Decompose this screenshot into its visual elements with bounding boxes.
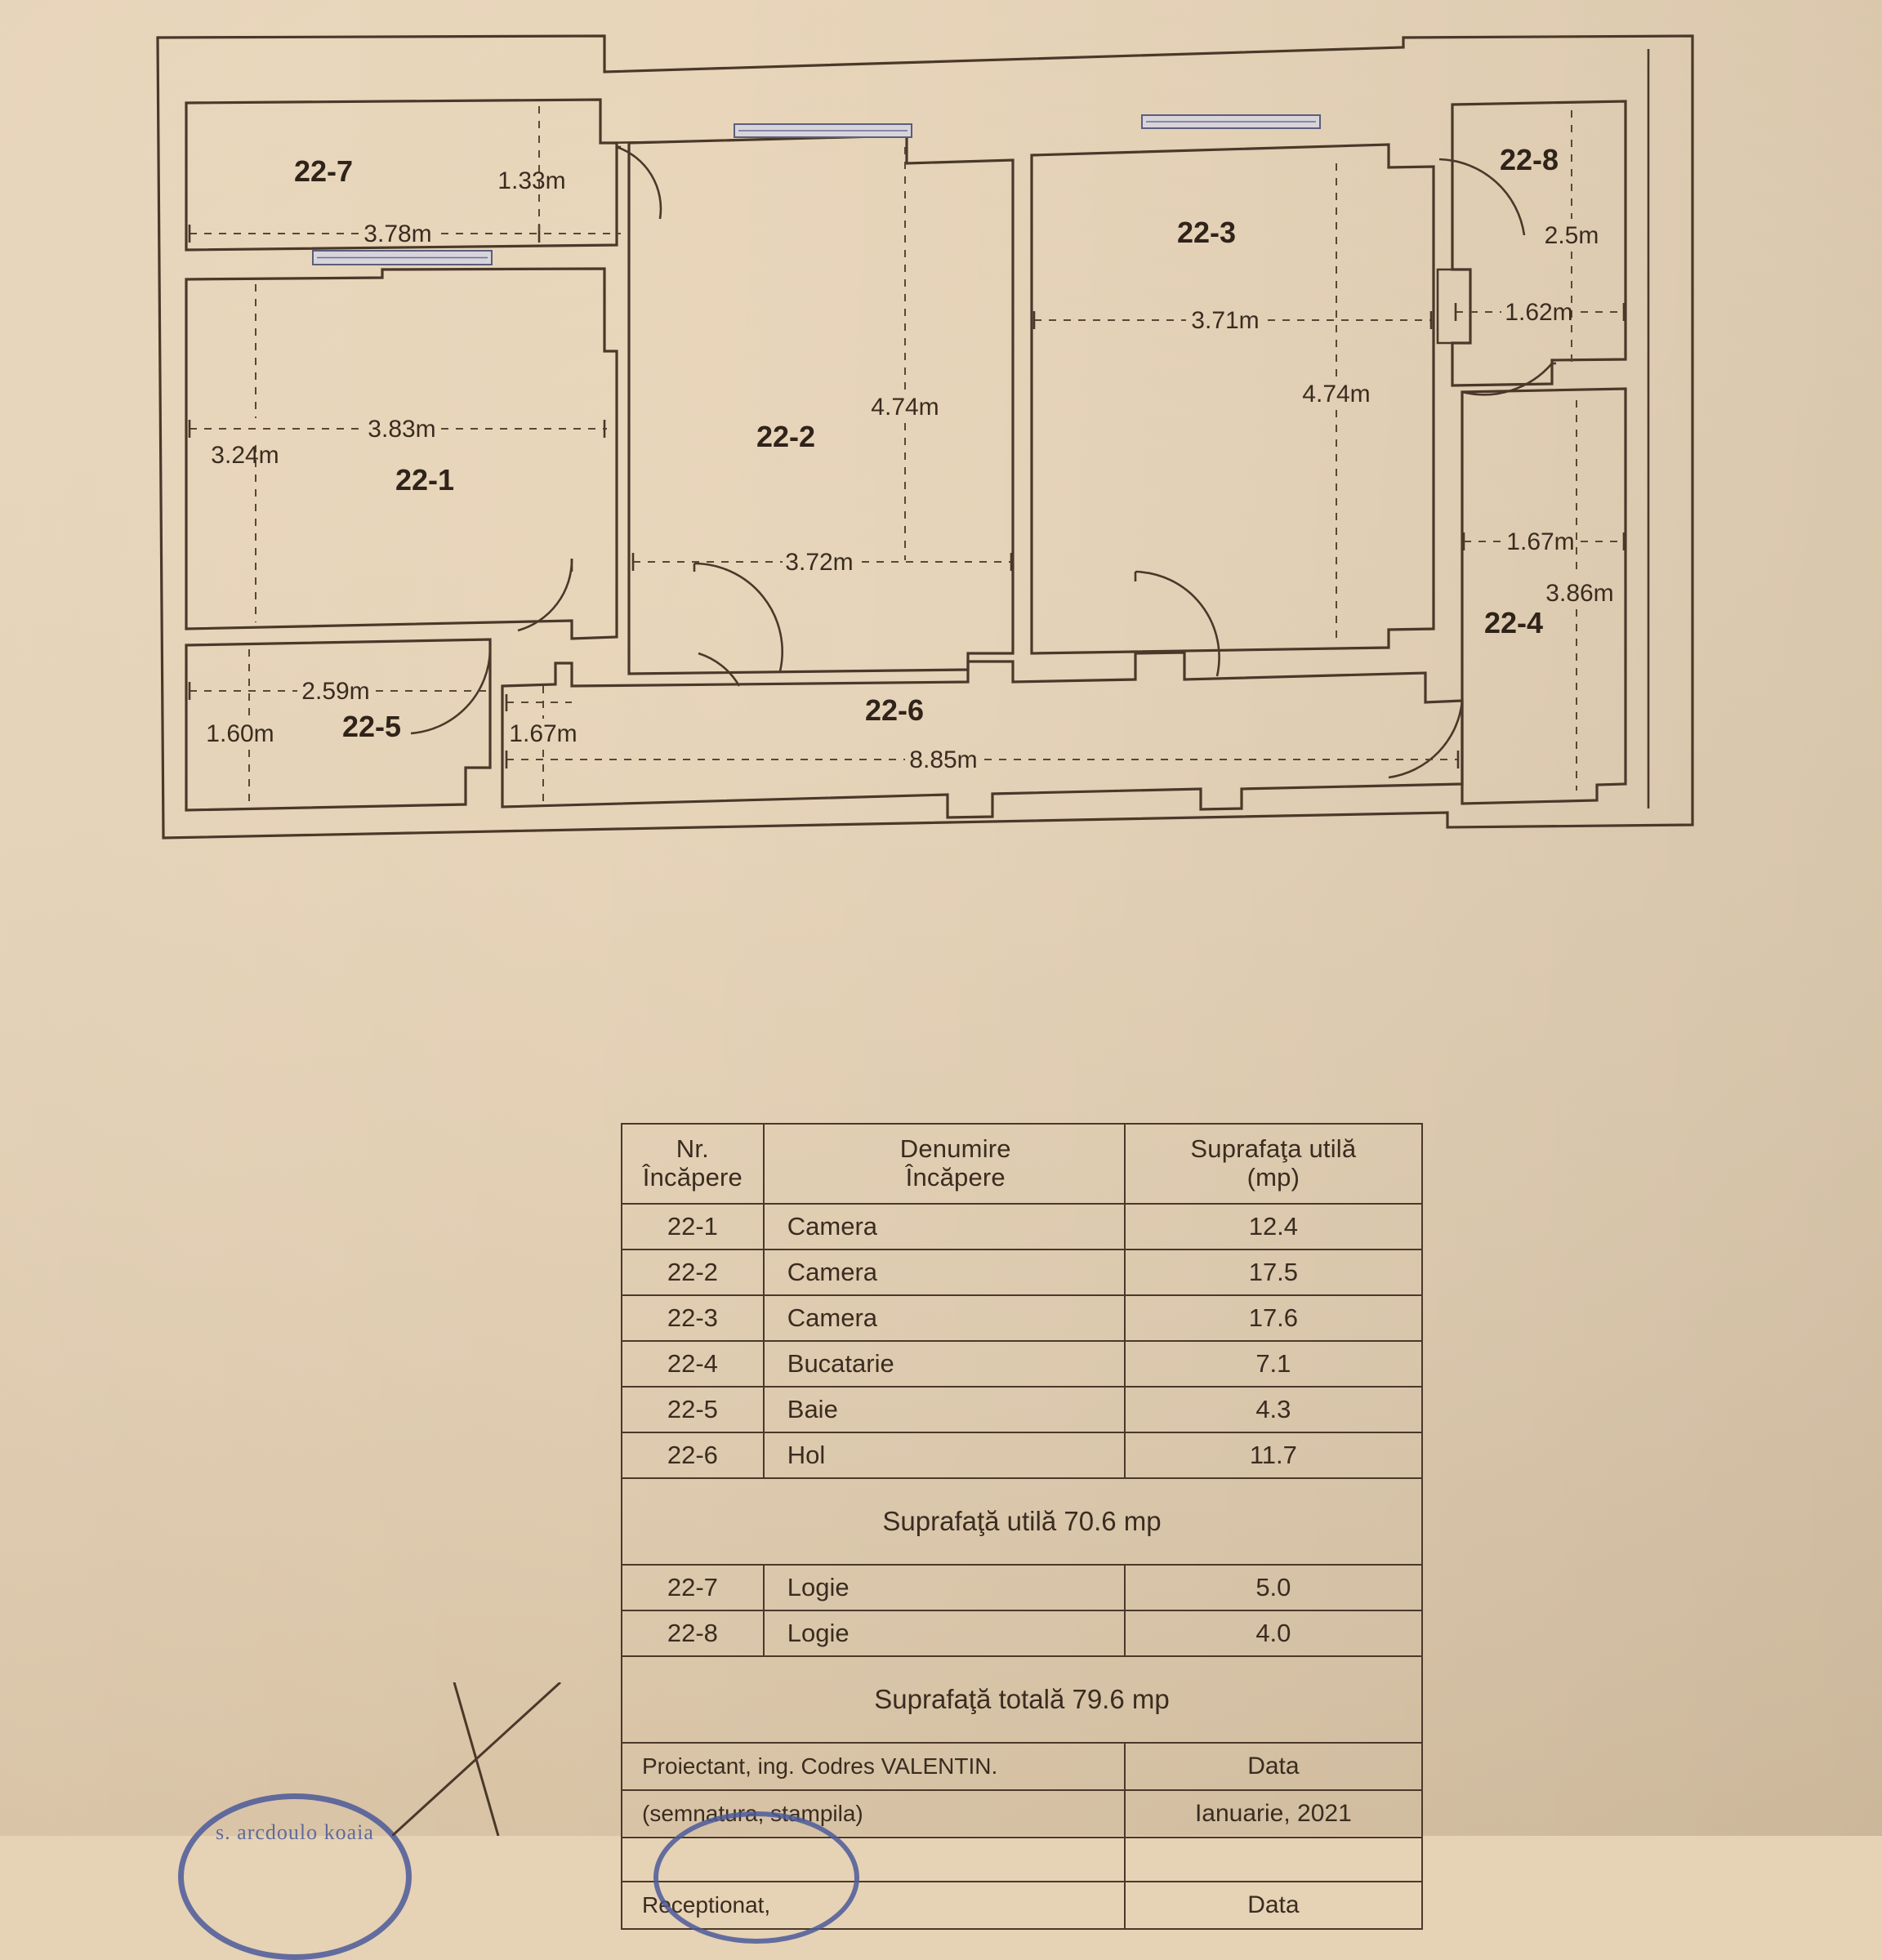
dim-2-5m: 2.5m [1545, 222, 1599, 249]
table-row: 22-5 Baie 4.3 [621, 1386, 1424, 1433]
cell-nr: 22-1 [621, 1203, 765, 1250]
room-label-22-2: 22-2 [756, 420, 815, 453]
cell-area: 4.0 [1123, 1610, 1424, 1657]
table-row: 22-8 Logie 4.0 [621, 1610, 1424, 1657]
leader-lines [392, 1682, 562, 1836]
dim-4-74m-a: 4.74m [871, 394, 939, 421]
cell-nr: 22-2 [621, 1249, 765, 1296]
cell-nr: 22-5 [621, 1386, 765, 1433]
cell-nr: 22-8 [621, 1610, 765, 1657]
table-row: 22-4 Bucatarie 7.1 [621, 1340, 1424, 1388]
dim-3-86m: 3.86m [1545, 580, 1613, 607]
table-header-row: Nr. Încăpere Denumire Încăpere Suprafaţa… [621, 1123, 1424, 1205]
cell-name: Hol [762, 1432, 1126, 1479]
round-seal-left: s. arcdoulo koaia [178, 1793, 412, 1960]
cell-name: Logie [762, 1610, 1126, 1657]
window-top-left [312, 250, 493, 265]
cell-name: Baie [762, 1386, 1126, 1433]
cell-area: 11.7 [1123, 1432, 1424, 1479]
dim-1-67m-b: 1.67m [1506, 528, 1574, 555]
cell-area: 5.0 [1123, 1564, 1424, 1611]
dim-3-78m: 3.78m [363, 220, 431, 247]
cell-area: 12.4 [1123, 1203, 1424, 1250]
dim-3-72m: 3.72m [785, 549, 853, 576]
room-label-22-7: 22-7 [294, 154, 353, 188]
room-label-22-1: 22-1 [395, 463, 454, 497]
room-label-22-4: 22-4 [1484, 606, 1543, 639]
table-row: 22-6 Hol 11.7 [621, 1432, 1424, 1479]
header-nr: Nr. Încăpere [621, 1123, 765, 1205]
table-row: 22-3 Camera 17.6 [621, 1294, 1424, 1342]
cell-area: 17.5 [1123, 1249, 1424, 1296]
room-label-22-8: 22-8 [1500, 143, 1559, 176]
cell-name: Camera [762, 1294, 1126, 1342]
cell-nr: 22-3 [621, 1294, 765, 1342]
header-area: Suprafaţa utilă (mp) [1123, 1123, 1424, 1205]
header-name: Denumire Încăpere [762, 1123, 1126, 1205]
dim-3-71m: 3.71m [1191, 307, 1259, 334]
total-text: Suprafaţă totală 79.6 mp [621, 1655, 1423, 1744]
date-label-1: Data [1123, 1742, 1424, 1791]
window-top-right [1141, 114, 1321, 129]
dim-1-67m-a: 1.67m [509, 720, 577, 747]
room-label-22-3: 22-3 [1177, 216, 1236, 249]
cell-area: 4.3 [1123, 1386, 1424, 1433]
dim-2-59m: 2.59m [301, 678, 369, 705]
blank-cell-right [1123, 1837, 1424, 1882]
room-label-22-6: 22-6 [865, 693, 924, 727]
date-label-2: Data [1123, 1881, 1424, 1930]
designer-row: Proiectant, ing. Codres VALENTIN. Data [621, 1742, 1424, 1791]
window-top-mid [734, 123, 912, 138]
floor-plan-drawing: .wall { fill:none; stroke:#4a382a; strok… [156, 34, 1694, 840]
dim-1-62m: 1.62m [1505, 299, 1572, 326]
paper-background [0, 0, 1882, 1836]
dim-8-85m: 8.85m [909, 746, 977, 773]
cell-nr: 22-4 [621, 1340, 765, 1388]
cell-name: Bucatarie [762, 1340, 1126, 1388]
table-row: 22-7 Logie 5.0 [621, 1564, 1424, 1611]
table-row: 22-2 Camera 17.5 [621, 1249, 1424, 1296]
dim-1-60m: 1.60m [206, 720, 274, 747]
cell-name: Logie [762, 1564, 1126, 1611]
date-value: Ianuarie, 2021 [1123, 1789, 1424, 1838]
cell-area: 17.6 [1123, 1294, 1424, 1342]
room-label-22-5: 22-5 [342, 710, 401, 743]
total-row: Suprafaţă totală 79.6 mp [621, 1655, 1423, 1744]
round-seal-left-text: s. arcdoulo koaia [216, 1820, 374, 1844]
cell-area: 7.1 [1123, 1340, 1424, 1388]
cell-name: Camera [762, 1249, 1126, 1296]
dim-3-83m: 3.83m [368, 416, 435, 443]
table-row: 22-1 Camera 12.4 [621, 1203, 1424, 1250]
dim-4-74m-b: 4.74m [1302, 381, 1370, 408]
cell-nr: 22-6 [621, 1432, 765, 1479]
cell-nr: 22-7 [621, 1564, 765, 1611]
cell-name: Camera [762, 1203, 1126, 1250]
subtotal-text: Suprafaţă utilă 70.6 mp [621, 1477, 1423, 1566]
dim-1-33m: 1.33m [497, 167, 565, 194]
dim-3-24m: 3.24m [211, 442, 279, 469]
subtotal-row: Suprafaţă utilă 70.6 mp [621, 1477, 1423, 1566]
designer-name: Proiectant, ing. Codres VALENTIN. [621, 1742, 1126, 1791]
room-schedule-table: Nr. Încăpere Denumire Încăpere Suprafaţa… [621, 1123, 1424, 1930]
